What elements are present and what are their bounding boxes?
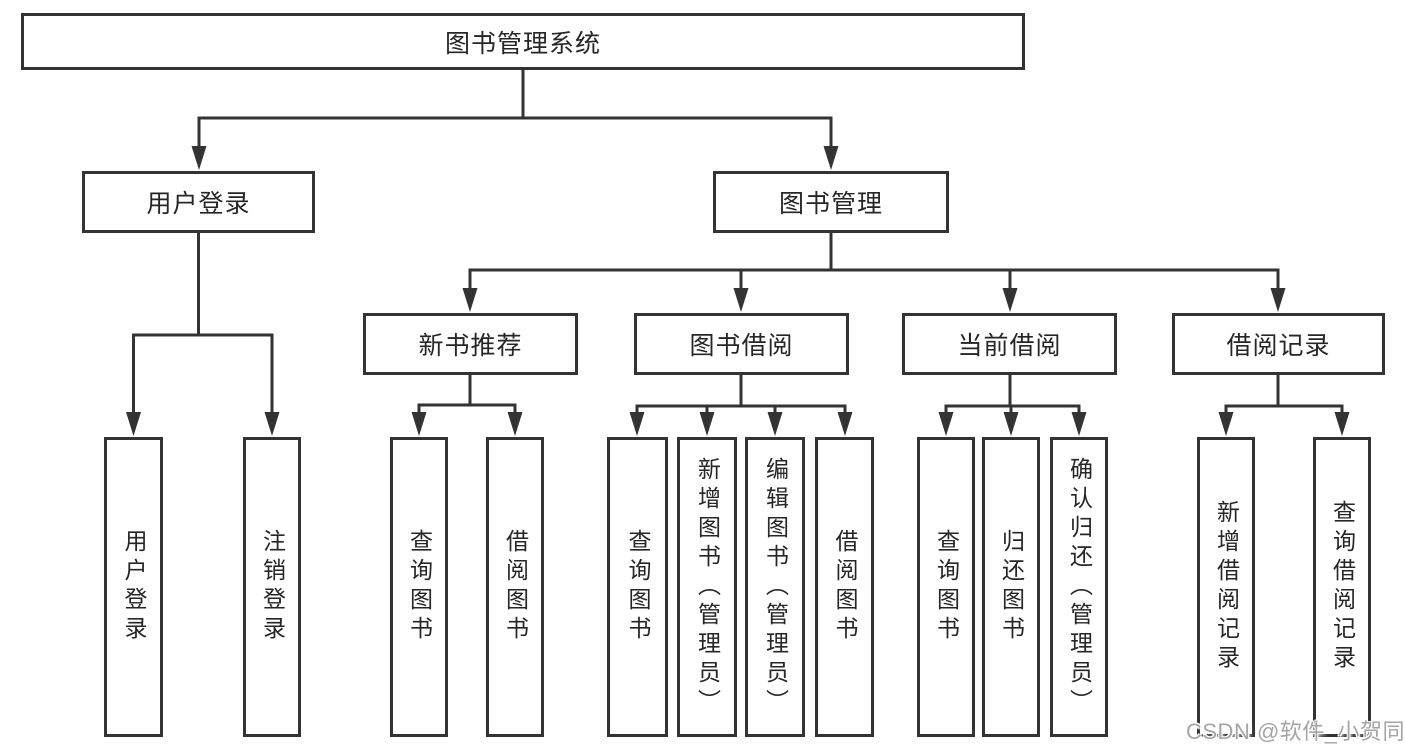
leaf-query-borrow-record: 查询借阅记录: [1313, 437, 1371, 737]
arrowhead: [629, 412, 645, 436]
arrowhead: [699, 412, 715, 436]
arrowhead: [1002, 288, 1018, 312]
leaf-add-books-admin: 新增图书（管理员）: [677, 437, 737, 737]
leaf-logout: 注销登录: [243, 437, 301, 737]
arrowhead: [837, 412, 853, 436]
node-root-library-management-system: 图书管理系统: [21, 13, 1025, 70]
leaf-query-books-2: 查询图书: [607, 437, 668, 737]
edges-book-borrow: [629, 375, 853, 436]
edges-borrow-records: [1218, 375, 1350, 436]
leaf-borrow-books-2: 借阅图书: [815, 437, 874, 737]
arrowhead: [1071, 412, 1087, 436]
arrowhead: [411, 412, 427, 436]
leaf-return-books: 归还图书: [982, 437, 1040, 737]
arrowhead: [1218, 412, 1234, 436]
leaf-confirm-return-admin: 确认归还（管理员）: [1050, 437, 1108, 737]
edges-book-management: [462, 233, 1286, 312]
leaf-edit-books-admin: 编辑图书（管理员）: [745, 437, 805, 737]
leaf-user-login: 用户登录: [104, 437, 163, 737]
arrowhead: [1003, 412, 1019, 436]
csdn-watermark: CSDN @软件_小贺同学: [1186, 719, 1405, 744]
edges-user-login: [126, 233, 280, 436]
arrowhead: [1334, 412, 1350, 436]
leaf-query-books: 查询图书: [390, 437, 448, 737]
node-current-borrow: 当前借阅: [902, 313, 1117, 375]
leaf-query-books-3: 查询图书: [917, 437, 975, 737]
arrowhead: [1270, 288, 1286, 312]
arrowhead: [938, 412, 954, 436]
node-user-login: 用户登录: [82, 171, 315, 233]
edges-current-borrow: [938, 375, 1087, 436]
arrowhead: [507, 412, 523, 436]
arrowhead: [462, 288, 478, 312]
arrowhead: [126, 412, 141, 436]
node-new-book-recommend: 新书推荐: [363, 313, 578, 375]
arrowhead: [191, 146, 207, 170]
node-book-management: 图书管理: [713, 171, 949, 233]
arrowhead: [264, 412, 280, 436]
leaf-borrow-books: 借阅图书: [486, 437, 544, 737]
node-book-borrow: 图书借阅: [634, 313, 849, 375]
node-borrow-records: 借阅记录: [1172, 313, 1385, 375]
edges-new-book-recommend: [411, 375, 523, 436]
arrowhead: [733, 288, 749, 312]
leaf-add-borrow-record: 新增借阅记录: [1197, 437, 1255, 737]
arrowhead: [767, 412, 783, 436]
arrowhead: [823, 146, 839, 170]
edges-root: [191, 69, 839, 170]
